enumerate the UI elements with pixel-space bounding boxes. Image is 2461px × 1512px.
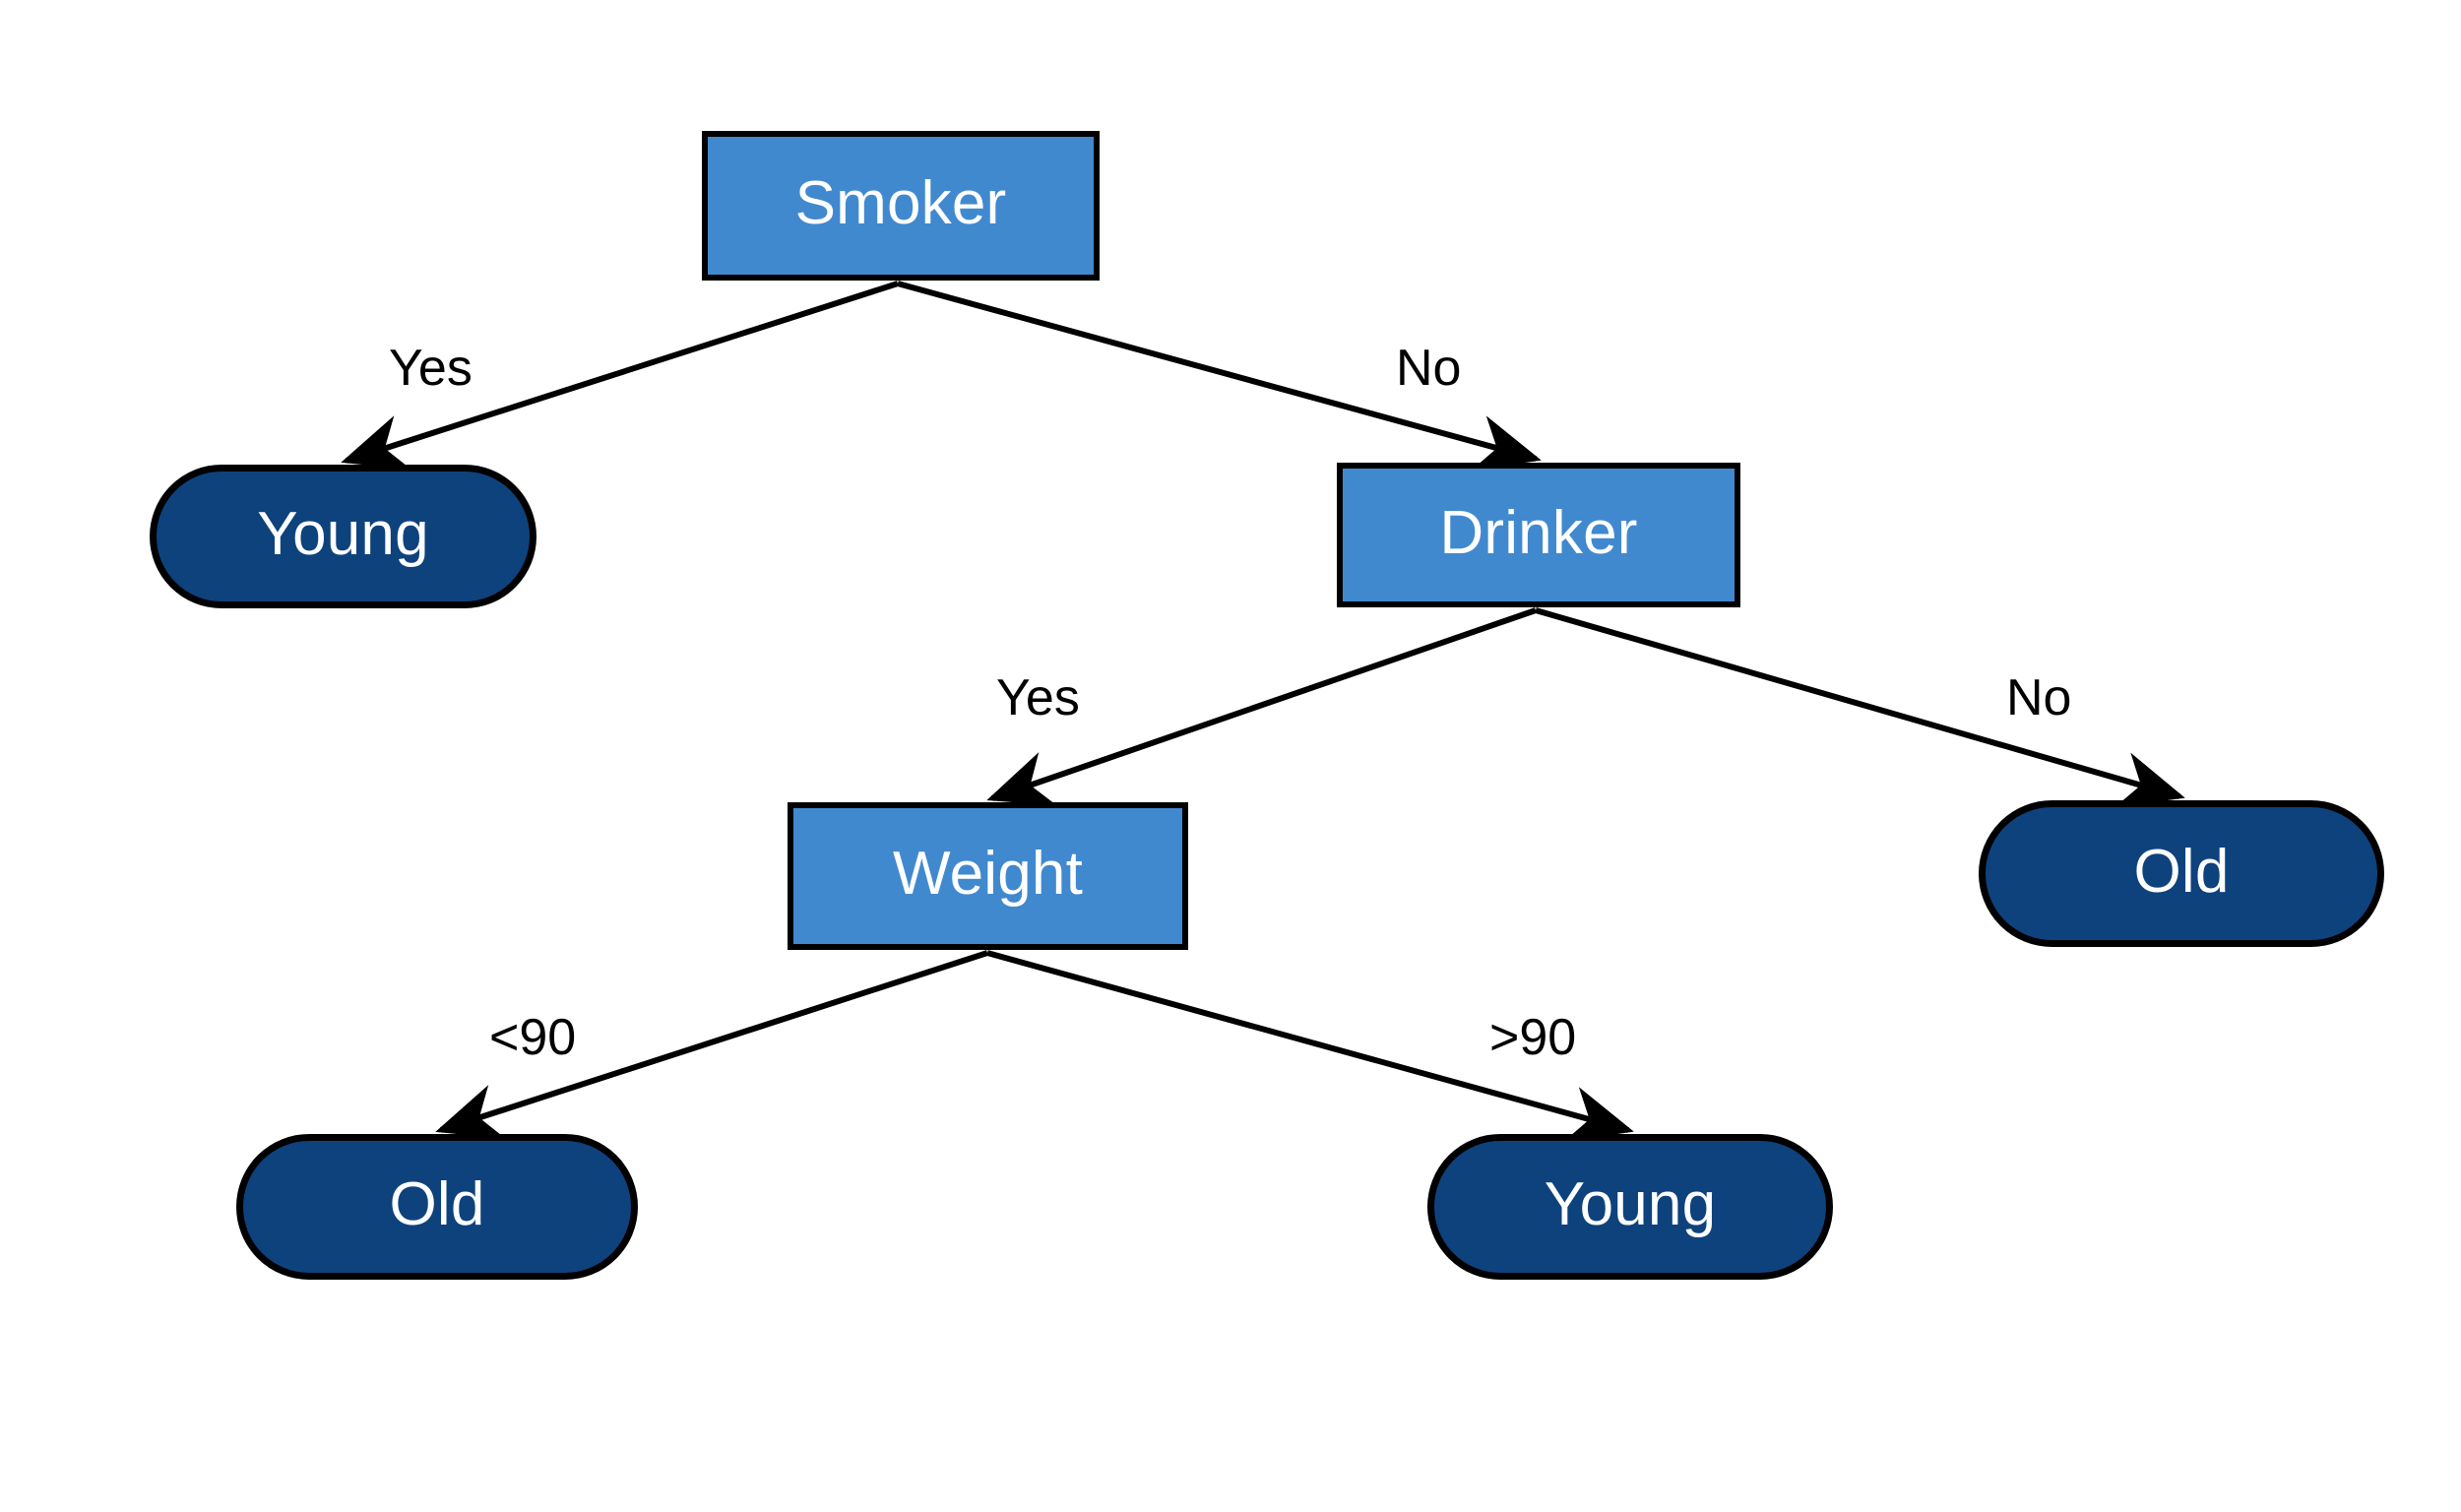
node-drinker-label: Drinker — [1439, 498, 1638, 567]
edge-label-smoker-yes: Yes — [389, 340, 473, 397]
edge-label-drinker-yes: Yes — [996, 669, 1080, 726]
node-young-1[interactable]: Young — [150, 465, 536, 608]
node-young-1-label: Young — [257, 500, 429, 568]
node-smoker-label: Smoker — [794, 169, 1007, 237]
edge-drinker-no-old — [1535, 607, 2185, 808]
node-old-2-label: Old — [389, 1170, 485, 1238]
node-smoker[interactable]: Smoker — [702, 131, 1100, 281]
edge-label-weight-gt90: >90 — [1489, 1009, 1577, 1066]
node-old-1-label: Old — [2133, 837, 2230, 906]
node-weight-label: Weight — [892, 840, 1084, 908]
node-young-2[interactable]: Young — [1427, 1134, 1833, 1280]
edge-label-weight-lt90: <90 — [489, 1009, 577, 1066]
node-old-1[interactable]: Old — [1979, 800, 2384, 947]
edge-label-smoker-no: No — [1396, 340, 1462, 397]
node-young-2-label: Young — [1544, 1170, 1717, 1238]
node-drinker[interactable]: Drinker — [1337, 463, 1740, 607]
node-old-2[interactable]: Old — [236, 1134, 638, 1280]
edge-label-drinker-no: No — [2006, 669, 2072, 726]
node-weight[interactable]: Weight — [788, 802, 1188, 950]
